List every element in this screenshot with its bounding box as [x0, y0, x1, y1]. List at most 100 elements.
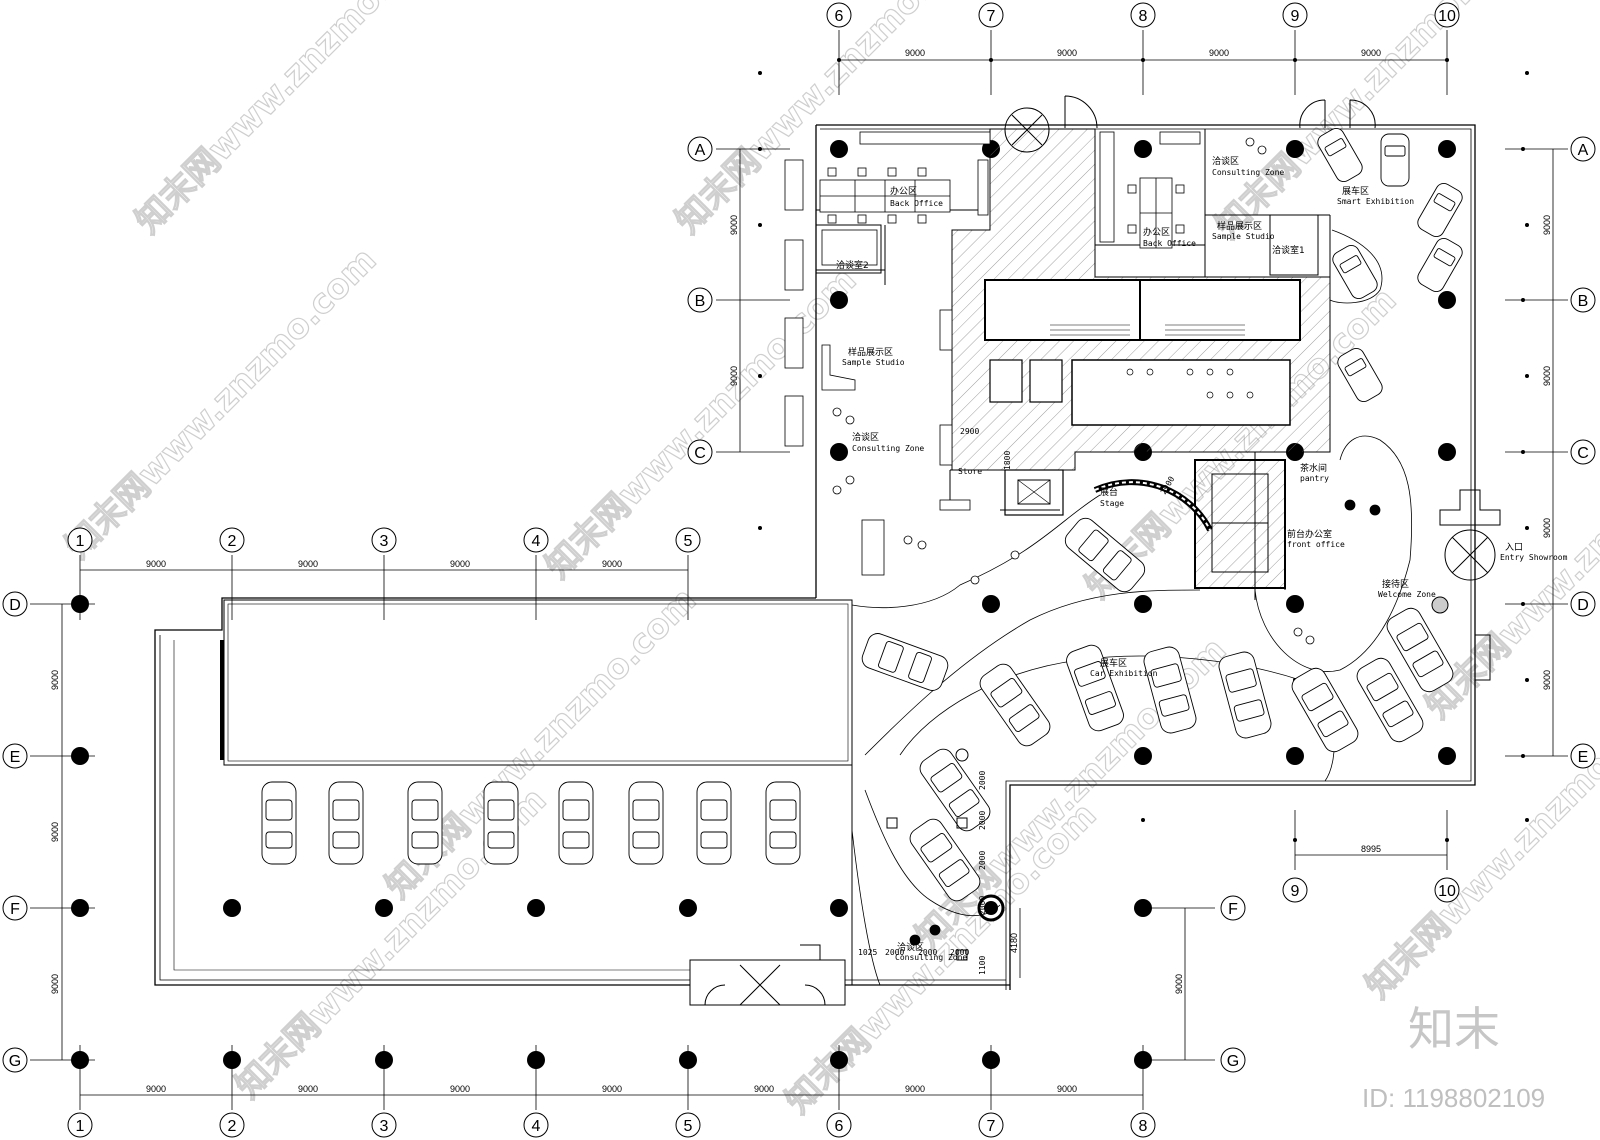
dim-label: 9000 [602, 559, 622, 569]
svg-text:9: 9 [1291, 883, 1300, 900]
dim-label: 1800 [1003, 451, 1012, 470]
grid-bubble: F [1220, 895, 1246, 921]
car [696, 781, 732, 865]
grid-bubble: 10 [1434, 877, 1460, 903]
room-label-pantry: 茶水间 [1300, 462, 1327, 474]
svg-text:9: 9 [1291, 8, 1300, 25]
room-label-consult-zone-bottom: 洽谈区 [897, 941, 924, 953]
room-label-pantry-en: pantry [1300, 474, 1329, 483]
dim-label: 2000 [885, 948, 904, 957]
grid-bubble: 10 [1434, 2, 1460, 28]
dim-label: 9000 [1057, 1084, 1077, 1094]
room-label-front-office: 前台办公室 [1287, 528, 1332, 540]
svg-text:7: 7 [987, 8, 996, 25]
grid-bubble: A [687, 136, 713, 162]
svg-text:8: 8 [1139, 1118, 1148, 1135]
svg-text:10: 10 [1438, 883, 1456, 900]
room-label-welcome-en: Welcome Zone [1378, 590, 1436, 599]
room-label-entry-en: Entry Showroom [1500, 553, 1568, 562]
dim-label: 9000 [146, 1084, 166, 1094]
svg-text:7: 7 [987, 1118, 996, 1135]
dim-label: 9000 [729, 366, 739, 386]
room-label-back-office-left-en: Back Office [890, 199, 943, 208]
car [1356, 657, 1424, 743]
svg-text:8: 8 [1139, 8, 1148, 25]
cars [261, 127, 1463, 902]
car [909, 818, 981, 902]
dim-label: 9000 [1542, 215, 1552, 235]
room-label-consult-zone-bottom-en: Consulting Zone [895, 953, 967, 962]
dim-label: 1025 [858, 948, 877, 957]
svg-text:F: F [10, 901, 20, 918]
svg-text:C: C [694, 445, 706, 462]
room-label-back-office-right-en: Back Office [1143, 239, 1196, 248]
grid-bubble: A [1570, 136, 1596, 162]
dim-label: 9000 [602, 1084, 622, 1094]
svg-text:F: F [1228, 901, 1238, 918]
car [765, 781, 801, 865]
room-label-store: Store [958, 467, 982, 476]
svg-text:G: G [1227, 1053, 1239, 1070]
car [1066, 644, 1124, 732]
grid-bubble: C [687, 439, 713, 465]
dim-label: 9000 [450, 559, 470, 569]
grid-bubble: E [2, 743, 28, 769]
grid-bubble: B [687, 287, 713, 313]
grid-bubble: 7 [978, 2, 1004, 28]
svg-text:5: 5 [684, 1118, 693, 1135]
watermark-text: 知末网www.znzmo.com [58, 240, 384, 566]
misc-markers [886, 596, 1449, 961]
room-label-welcome: 接待区 [1382, 578, 1409, 590]
zone-curves [851, 229, 1413, 986]
svg-text:3: 3 [380, 1118, 389, 1135]
grid-bubble: F [2, 895, 28, 921]
room-label-car-exhibition: 展车区 [1100, 657, 1127, 669]
car [1218, 651, 1272, 739]
dim-label: 9000 [298, 1084, 318, 1094]
svg-text:3: 3 [380, 533, 389, 550]
svg-text:C: C [1577, 445, 1589, 462]
car [1143, 646, 1197, 734]
service-core: 2900 1800 [951, 128, 1331, 471]
dim-label: 2000 [978, 811, 987, 830]
dim-label: 2900 [960, 427, 979, 436]
car [1337, 347, 1383, 403]
room-label-sample-right-en: Sample Studio [1212, 232, 1275, 241]
svg-text:B: B [1578, 293, 1589, 310]
grid-bubble: 4 [523, 527, 549, 553]
car [861, 633, 949, 691]
car [1291, 667, 1359, 753]
room-label-sample-left-en: Sample Studio [842, 358, 905, 367]
doors [689, 95, 1501, 1006]
grid-bubble: 1 [67, 527, 93, 553]
grid-bubble: 4 [523, 1112, 549, 1138]
grid-bubble: 3 [371, 1112, 397, 1138]
svg-text:5: 5 [684, 533, 693, 550]
svg-text:A: A [1578, 142, 1589, 159]
car [483, 781, 519, 865]
room-label-back-office-left: 办公区 [890, 185, 917, 197]
grid-lines [30, 30, 1568, 1110]
grid-bubble: 8 [1130, 1112, 1156, 1138]
grid-bubble: 3 [371, 527, 397, 553]
svg-text:4: 4 [532, 1118, 541, 1135]
grid-bubble: G [1220, 1047, 1246, 1073]
room-label-stage-en: Stage [1100, 499, 1124, 508]
room-label-entry: 入口 [1505, 542, 1523, 553]
grid-bubble: 9 [1282, 877, 1308, 903]
svg-text:E: E [10, 749, 21, 766]
room-label-back-office-right: 办公区 [1143, 226, 1170, 238]
dim-label: 9000 [754, 1084, 774, 1094]
dim-label: 9000 [1057, 48, 1077, 58]
dim-label: 1100 [978, 956, 987, 975]
car [558, 781, 594, 865]
dim-label: 2000 [950, 948, 969, 957]
car [628, 781, 664, 865]
grid-bubble: 5 [675, 527, 701, 553]
room-label-consult-zone-left: 洽谈区 [852, 431, 879, 443]
dim-label: 9000 [1542, 366, 1552, 386]
car [407, 781, 443, 865]
svg-text:B: B [695, 293, 706, 310]
room-label-consult-zone-top-en: Consulting Zone [1212, 168, 1284, 177]
